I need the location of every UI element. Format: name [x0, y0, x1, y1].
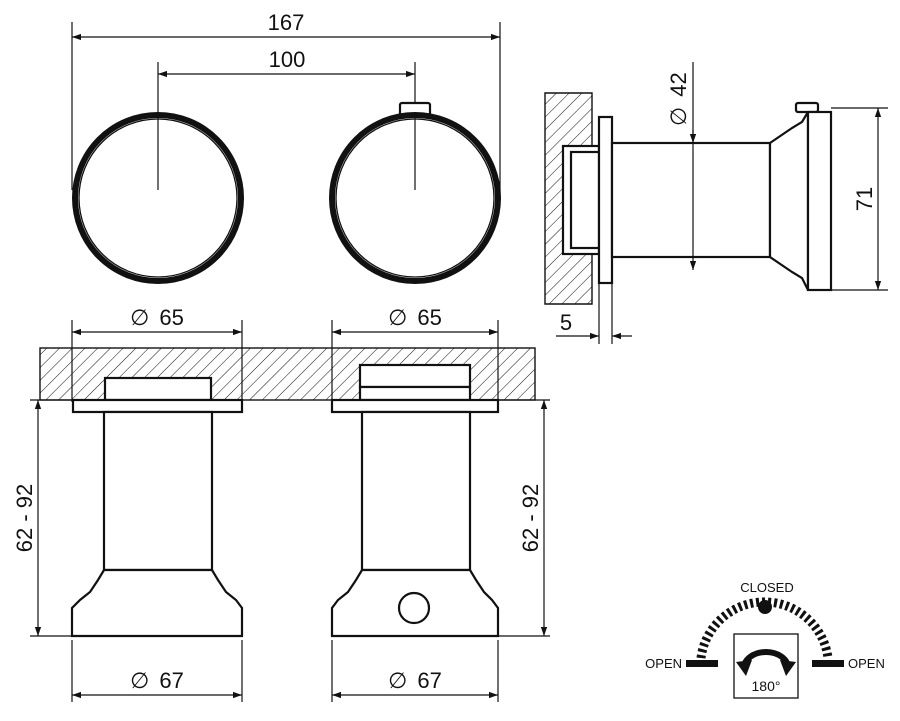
- shaft-diameter-dimension: ∅ 42: [666, 62, 697, 270]
- overall-width-label: 167: [268, 10, 305, 35]
- flange-left-label: 65: [159, 305, 183, 330]
- handle-base-left-label: 67: [159, 668, 183, 693]
- wall-gap-dimension: 5: [556, 283, 632, 344]
- rotation-legend: CLOSED OPEN OPEN 180°: [645, 580, 885, 699]
- shaft-diameter-symbol: ∅: [666, 107, 691, 126]
- wall-gap-label: 5: [560, 310, 572, 335]
- flange-right-label: 65: [417, 305, 441, 330]
- open-right-label: OPEN: [848, 656, 885, 671]
- flange-left-symbol: ∅: [130, 305, 149, 330]
- projection-left-label: 62 - 92: [12, 484, 37, 553]
- right-knob-front: [329, 101, 501, 284]
- front-view: 167 100: [71, 10, 501, 284]
- handle-base-right-dimension: ∅ 67: [332, 668, 498, 699]
- open-right-marker: [812, 660, 844, 667]
- flange-right-symbol: ∅: [388, 305, 407, 330]
- rotation-arc: [696, 597, 833, 659]
- centers-distance-dimension: 100: [158, 47, 415, 78]
- svg-text:∅ 65: ∅ 65: [130, 305, 184, 330]
- flange-right-dimension: ∅ 65: [332, 305, 498, 336]
- handle-base-left-dimension: ∅ 67: [72, 668, 242, 699]
- angle-label: 180°: [752, 678, 781, 694]
- projection-right-label: 62 - 92: [518, 484, 543, 553]
- projection-right-dimension: 62 - 92: [498, 399, 550, 637]
- shaft-diameter-label: 42: [666, 72, 691, 96]
- side-height-dimension: 71: [831, 107, 888, 291]
- side-view: ∅ 42 71 5: [544, 62, 888, 344]
- svg-text:∅ 67: ∅ 67: [388, 668, 442, 693]
- plan-view: ∅ 65 ∅ 65: [12, 305, 550, 702]
- svg-text:∅ 67: ∅ 67: [130, 668, 184, 693]
- projection-left-dimension: 62 - 92: [12, 399, 72, 637]
- right-handle-indicator-dot: [397, 591, 431, 625]
- overall-width-dimension: 167: [72, 10, 500, 41]
- svg-text:∅ 65: ∅ 65: [388, 305, 442, 330]
- centers-distance-label: 100: [269, 47, 306, 72]
- left-knob-front: [72, 112, 244, 284]
- handle-base-right-symbol: ∅: [388, 668, 407, 693]
- handle-base-left-symbol: ∅: [130, 668, 149, 693]
- open-left-label: OPEN: [645, 656, 682, 671]
- closed-label: CLOSED: [740, 580, 793, 595]
- svg-text:∅ 42: ∅ 42: [666, 72, 691, 126]
- handle-base-right-label: 67: [417, 668, 441, 693]
- flange-left-dimension: ∅ 65: [72, 305, 242, 336]
- right-handle-plan: [330, 363, 500, 638]
- left-handle-plan: [70, 376, 244, 638]
- open-left-marker: [686, 660, 718, 667]
- side-height-label: 71: [852, 187, 877, 211]
